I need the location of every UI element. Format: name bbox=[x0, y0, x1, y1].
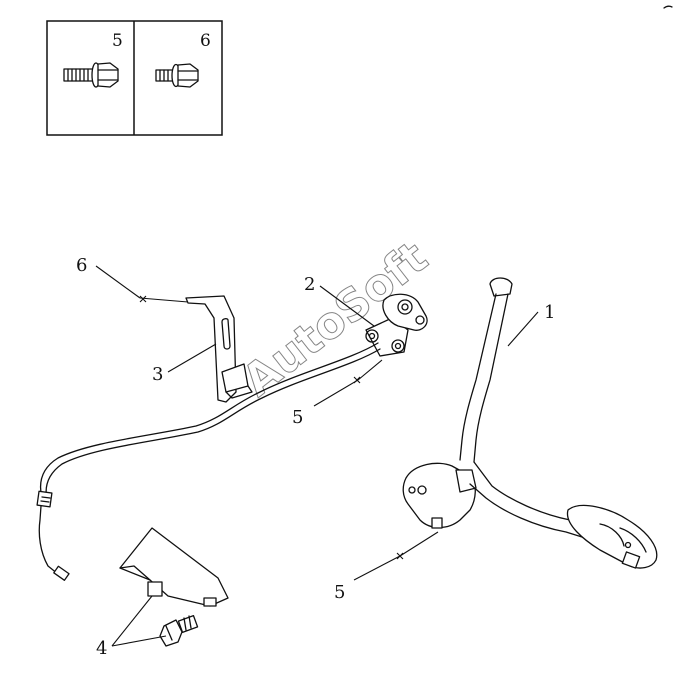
callout-5-lower: 5 bbox=[334, 582, 345, 603]
callout-1: 1 bbox=[544, 302, 555, 323]
leader-lines bbox=[95, 265, 539, 647]
guard-plate bbox=[119, 527, 229, 607]
callout-5-upper: 5 bbox=[292, 407, 303, 428]
flange-bolt-long-icon bbox=[63, 62, 119, 88]
callout-4: 4 bbox=[96, 638, 107, 659]
callout-3: 3 bbox=[152, 364, 163, 385]
hex-bolt-icon bbox=[159, 614, 199, 647]
legend-label-6: 6 bbox=[200, 31, 211, 51]
callout-labels: 6 2 3 5 1 5 4 bbox=[76, 255, 555, 659]
shift-lever bbox=[402, 277, 658, 569]
cable-bracket bbox=[185, 295, 253, 403]
callout-2: 2 bbox=[304, 274, 315, 295]
callout-6: 6 bbox=[76, 255, 87, 276]
legend-label-5: 5 bbox=[112, 31, 123, 51]
corner-mark bbox=[663, 5, 673, 9]
cable-clamp bbox=[382, 293, 428, 331]
flange-bolt-short-icon bbox=[155, 63, 199, 88]
shift-cable bbox=[36, 317, 409, 581]
fastener-legend: 5 6 bbox=[46, 20, 223, 136]
